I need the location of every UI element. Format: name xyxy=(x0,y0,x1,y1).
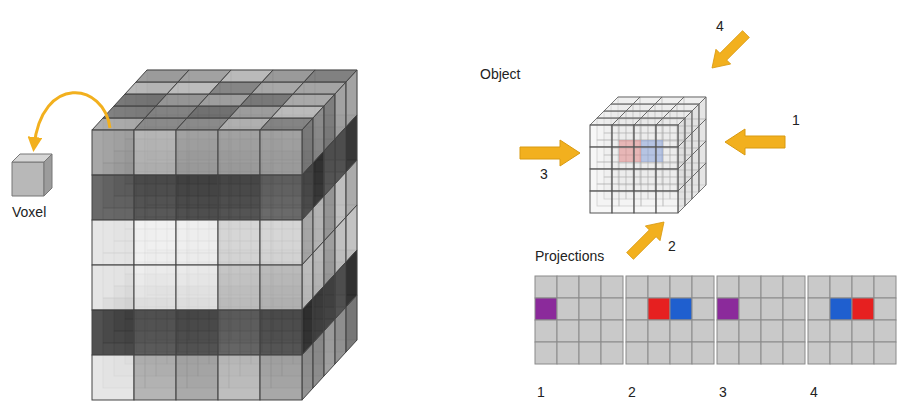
projection-cell xyxy=(557,342,579,364)
object-label: Object xyxy=(480,66,520,82)
view-arrow xyxy=(705,27,754,76)
projection-cell xyxy=(717,276,739,298)
projection-cell xyxy=(670,276,692,298)
voxel-grid-cube xyxy=(92,70,357,400)
projection-cell xyxy=(601,276,623,298)
view-arrow xyxy=(725,129,785,155)
projection-cell xyxy=(648,276,670,298)
projection-cell xyxy=(579,276,601,298)
projection-cell xyxy=(852,342,874,364)
projection-cell xyxy=(783,276,805,298)
view-arrow xyxy=(520,140,580,166)
projection-cell xyxy=(874,276,896,298)
projection-cell xyxy=(852,298,874,320)
projection-cell xyxy=(601,298,623,320)
projection-cell xyxy=(808,298,830,320)
projection-cell xyxy=(692,342,714,364)
projection-cell xyxy=(535,276,557,298)
projection-cell xyxy=(830,342,852,364)
callout-number: 1 xyxy=(537,384,545,400)
projection-cell xyxy=(535,320,557,342)
projection-cell xyxy=(830,276,852,298)
callout-number: 4 xyxy=(716,18,724,34)
projection-cell xyxy=(874,320,896,342)
projection-cell xyxy=(670,342,692,364)
projection-cell xyxy=(808,276,830,298)
projection-cell xyxy=(601,320,623,342)
projection-cell xyxy=(670,298,692,320)
projection-cell xyxy=(648,320,670,342)
projection-grids xyxy=(535,276,896,364)
projection-cell xyxy=(692,320,714,342)
projection-cell xyxy=(830,298,852,320)
projection-cell xyxy=(783,298,805,320)
projection-cell xyxy=(648,342,670,364)
projection-cell xyxy=(626,276,648,298)
projection-cell xyxy=(626,320,648,342)
projection-cell xyxy=(761,298,783,320)
projection-cell xyxy=(739,342,761,364)
voxel-pointer-arrow xyxy=(34,93,110,146)
callout-number: 2 xyxy=(668,238,676,254)
projection-cell xyxy=(808,320,830,342)
projection-cell xyxy=(717,298,739,320)
projection-cell xyxy=(852,320,874,342)
projection-cell xyxy=(626,342,648,364)
projection-cell xyxy=(557,298,579,320)
projection-cell xyxy=(717,320,739,342)
projection-cell xyxy=(579,342,601,364)
callout-number: 1 xyxy=(792,112,800,128)
callout-number: 2 xyxy=(628,384,636,400)
projection-cell xyxy=(783,320,805,342)
projection-cell xyxy=(739,276,761,298)
single-voxel xyxy=(12,154,52,196)
projection-cell xyxy=(717,342,739,364)
projection-cell xyxy=(557,320,579,342)
projection-cell xyxy=(783,342,805,364)
projection-cell xyxy=(692,276,714,298)
projection-cell xyxy=(852,276,874,298)
projection-cell xyxy=(692,298,714,320)
projection-cell xyxy=(761,276,783,298)
projection-cell xyxy=(874,342,896,364)
voxel-label: Voxel xyxy=(12,204,46,220)
projection-cell xyxy=(579,298,601,320)
projection-cell xyxy=(579,320,601,342)
view-arrows xyxy=(520,27,785,264)
projection-cell xyxy=(830,320,852,342)
projection-cell xyxy=(601,342,623,364)
object-cube xyxy=(590,97,706,213)
projection-cell xyxy=(808,342,830,364)
view-arrow xyxy=(623,215,672,264)
callout-number: 3 xyxy=(540,166,548,182)
projection-cell xyxy=(535,342,557,364)
projection-cell xyxy=(648,298,670,320)
projection-cell xyxy=(557,276,579,298)
projection-cell xyxy=(626,298,648,320)
projection-cell xyxy=(739,298,761,320)
callout-number: 4 xyxy=(810,384,818,400)
projection-cell xyxy=(761,320,783,342)
projection-cell xyxy=(739,320,761,342)
projection-cell xyxy=(761,342,783,364)
projection-cell xyxy=(670,320,692,342)
projection-cell xyxy=(874,298,896,320)
callout-number: 3 xyxy=(719,384,727,400)
projections-label: Projections xyxy=(535,248,604,264)
projection-cell xyxy=(535,298,557,320)
